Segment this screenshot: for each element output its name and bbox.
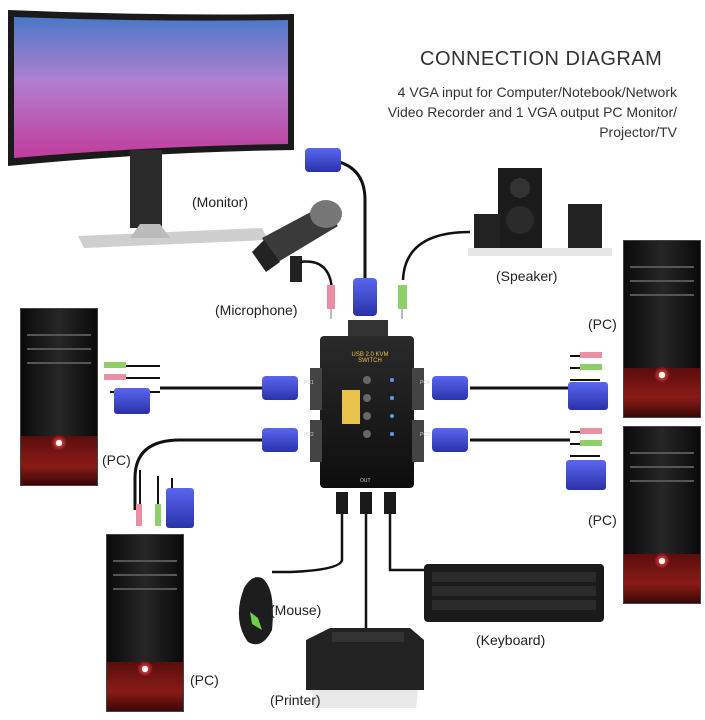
label-mouse: (Mouse): [270, 602, 322, 618]
mic-jack: [327, 285, 335, 309]
usb-connector-mouse: [336, 492, 348, 514]
pc2-vga-connector: [262, 428, 298, 452]
pc4-vga-connector: [432, 376, 468, 400]
label-pc-left-top: (PC): [102, 452, 131, 468]
pc-bottom-left: [106, 534, 184, 712]
keyboard-device: [424, 564, 604, 622]
label-keyboard: (Keyboard): [476, 632, 546, 648]
subtitle-line-2: Video Recorder and 1 VGA output PC Monit…: [387, 104, 677, 120]
switch-port-pc2: PC2: [304, 432, 314, 438]
label-pc-right-bottom: (PC): [588, 512, 617, 528]
pc-left-top-connectors: [104, 362, 160, 414]
subtitle-line-3: Projector/TV: [599, 124, 677, 140]
label-printer: (Printer): [270, 692, 321, 708]
pc-bottom-left-connectors: [136, 470, 194, 528]
kvm-switch: [310, 320, 424, 488]
pc3-vga-connector: [432, 428, 468, 452]
switch-port-pc4: PC4: [420, 380, 430, 386]
mouse-device: [238, 577, 273, 645]
label-microphone: (Microphone): [215, 302, 298, 318]
printer-device: [306, 628, 424, 708]
switch-name: USB 2.0 KVM SWITCH: [351, 352, 389, 364]
label-monitor: (Monitor): [192, 194, 249, 210]
pc-right-top-connectors: [568, 352, 608, 410]
speaker-jack: [398, 285, 407, 309]
pc-right-bottom-connectors: [566, 428, 606, 490]
label-pc-right-top: (PC): [588, 316, 617, 332]
label-speaker: (Speaker): [496, 268, 558, 284]
pc1-vga-connector: [262, 376, 298, 400]
monitor-device: [8, 10, 294, 248]
label-pc-bottom-left: (PC): [190, 672, 219, 688]
switch-port-pc3: PC3: [420, 432, 430, 438]
speaker-device: [468, 168, 612, 256]
pc-right-top: [623, 240, 701, 418]
monitor-vga-connector: [305, 148, 341, 172]
switch-out-label: OUT: [360, 478, 371, 484]
diagram-title: CONNECTION DIAGRAM: [420, 48, 663, 70]
switch-port-pc1: PC1: [304, 380, 314, 386]
pc-right-bottom: [623, 426, 701, 604]
switch-vga-out-connector: [353, 278, 377, 316]
usb-connector-printer: [360, 492, 372, 514]
microphone-device: [252, 200, 342, 282]
subtitle-line-1: 4 VGA input for Computer/Notebook/Networ…: [397, 84, 677, 100]
usb-connector-keyboard: [384, 492, 396, 514]
pc-left-top: [20, 308, 98, 486]
